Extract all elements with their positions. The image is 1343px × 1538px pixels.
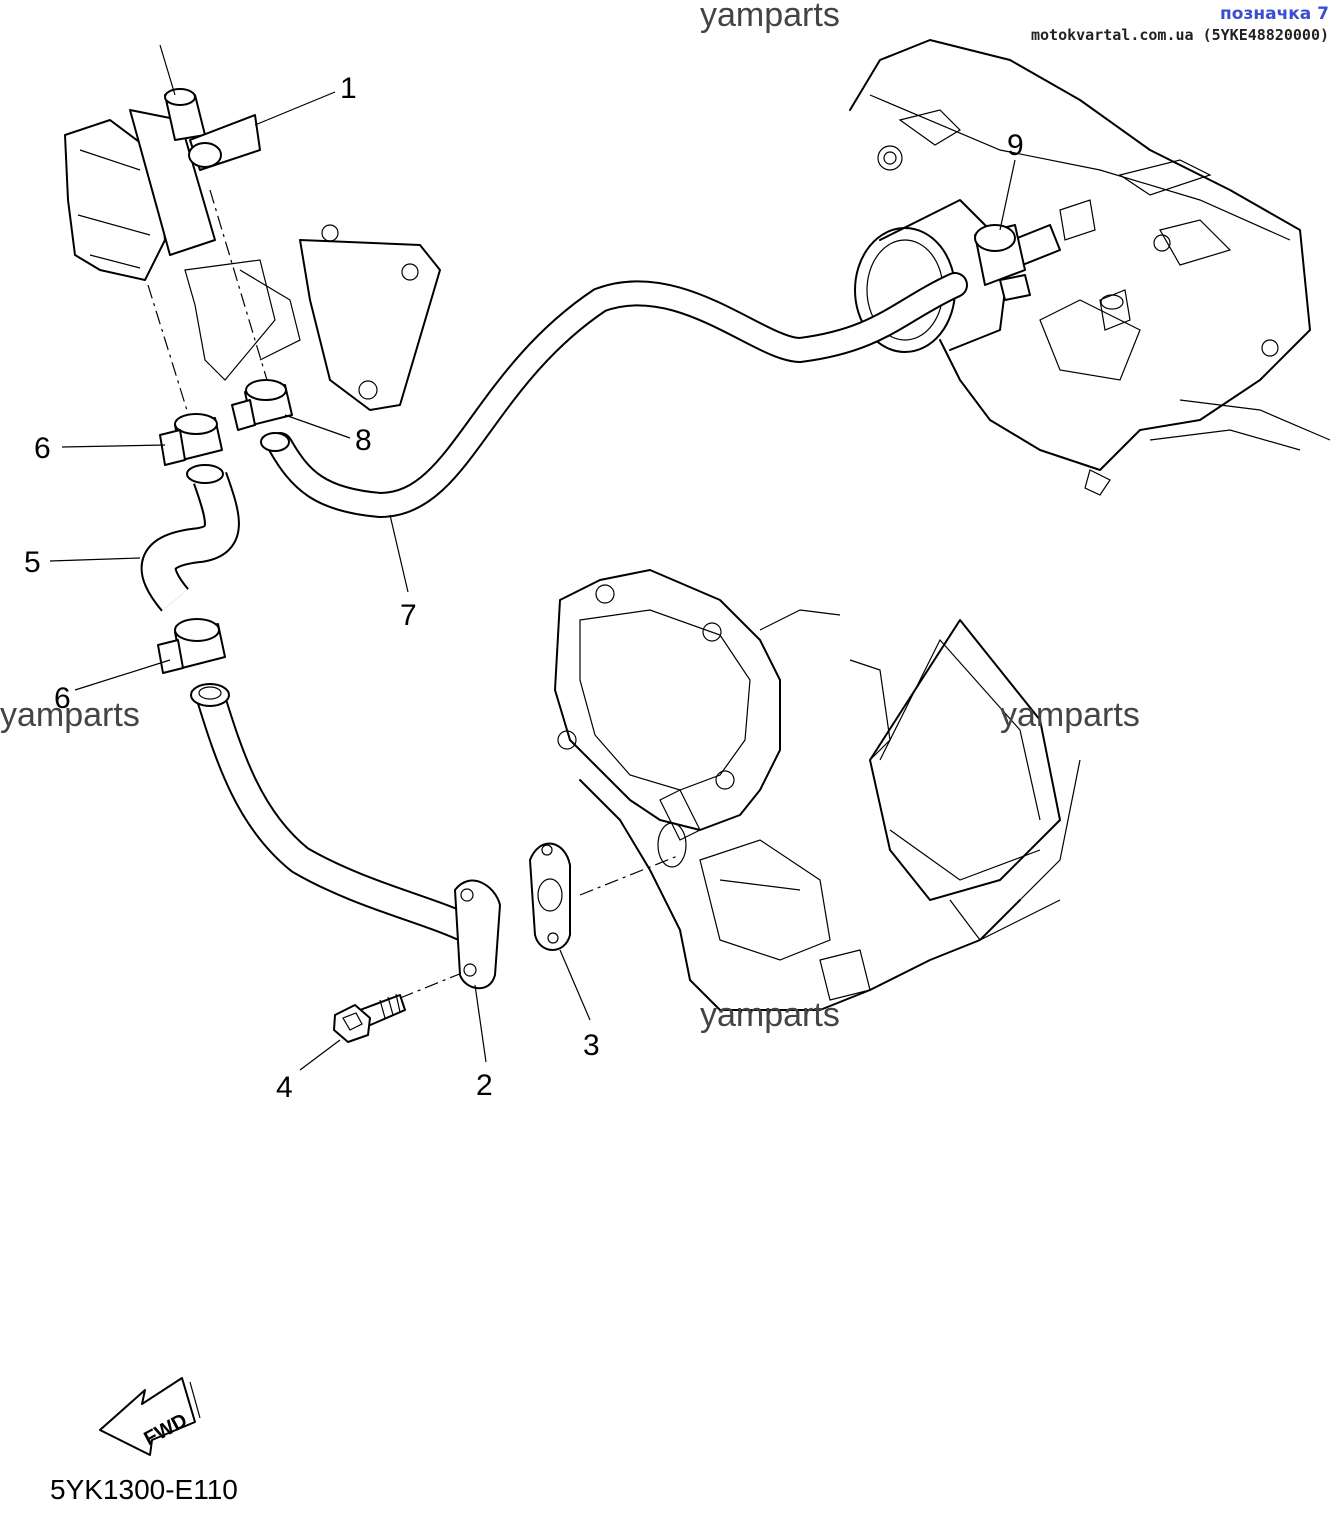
- hose-clamp-8: [231, 379, 293, 431]
- hose-7: [260, 272, 968, 519]
- leader-lines: [49, 91, 1016, 1071]
- watermark: yamparts: [700, 996, 840, 1034]
- hose-clamp-9: [974, 224, 1031, 301]
- assembly-line: [147, 284, 191, 421]
- callout-8: 8: [355, 424, 372, 457]
- fwd-arrow-icon: FWD: [99, 1377, 201, 1456]
- cylinder-head: [554, 569, 1081, 1011]
- callout-5: 5: [24, 546, 41, 579]
- header-title: позначка 7: [1220, 4, 1329, 24]
- callout-6-upper: 6: [34, 432, 51, 465]
- assembly-line: [579, 854, 681, 896]
- callout-1: 1: [340, 72, 357, 105]
- callout-9: 9: [1007, 129, 1024, 162]
- header-label: позначка 7 motokvartal.com.ua (5YKE48820…: [1031, 4, 1329, 44]
- assembly-line: [209, 189, 271, 391]
- callout-3: 3: [583, 1029, 600, 1062]
- callout-7: 7: [400, 599, 417, 632]
- hose-5: [140, 464, 240, 612]
- watermark: yamparts: [700, 0, 840, 34]
- callout-4: 4: [276, 1071, 293, 1104]
- bolt-4: [333, 993, 406, 1043]
- gasket-3: [529, 842, 571, 951]
- callout-2: 2: [476, 1069, 493, 1102]
- header-subtitle: motokvartal.com.ua (5YKE48820000): [1030, 26, 1329, 44]
- air-pipe-2: [190, 683, 501, 990]
- hose-clamp-6-lower: [157, 618, 226, 674]
- callout-6-lower: 6: [54, 682, 71, 715]
- watermark: yamparts: [1000, 696, 1140, 734]
- hose-clamp-6-upper: [159, 413, 223, 466]
- watermark: yamparts: [0, 696, 140, 734]
- diagram-code: 5YK1300-E110: [50, 1474, 238, 1505]
- throttle-body-housing: [849, 39, 1331, 496]
- reed-valve-assembly: [64, 44, 441, 411]
- assembly-line: [399, 972, 463, 999]
